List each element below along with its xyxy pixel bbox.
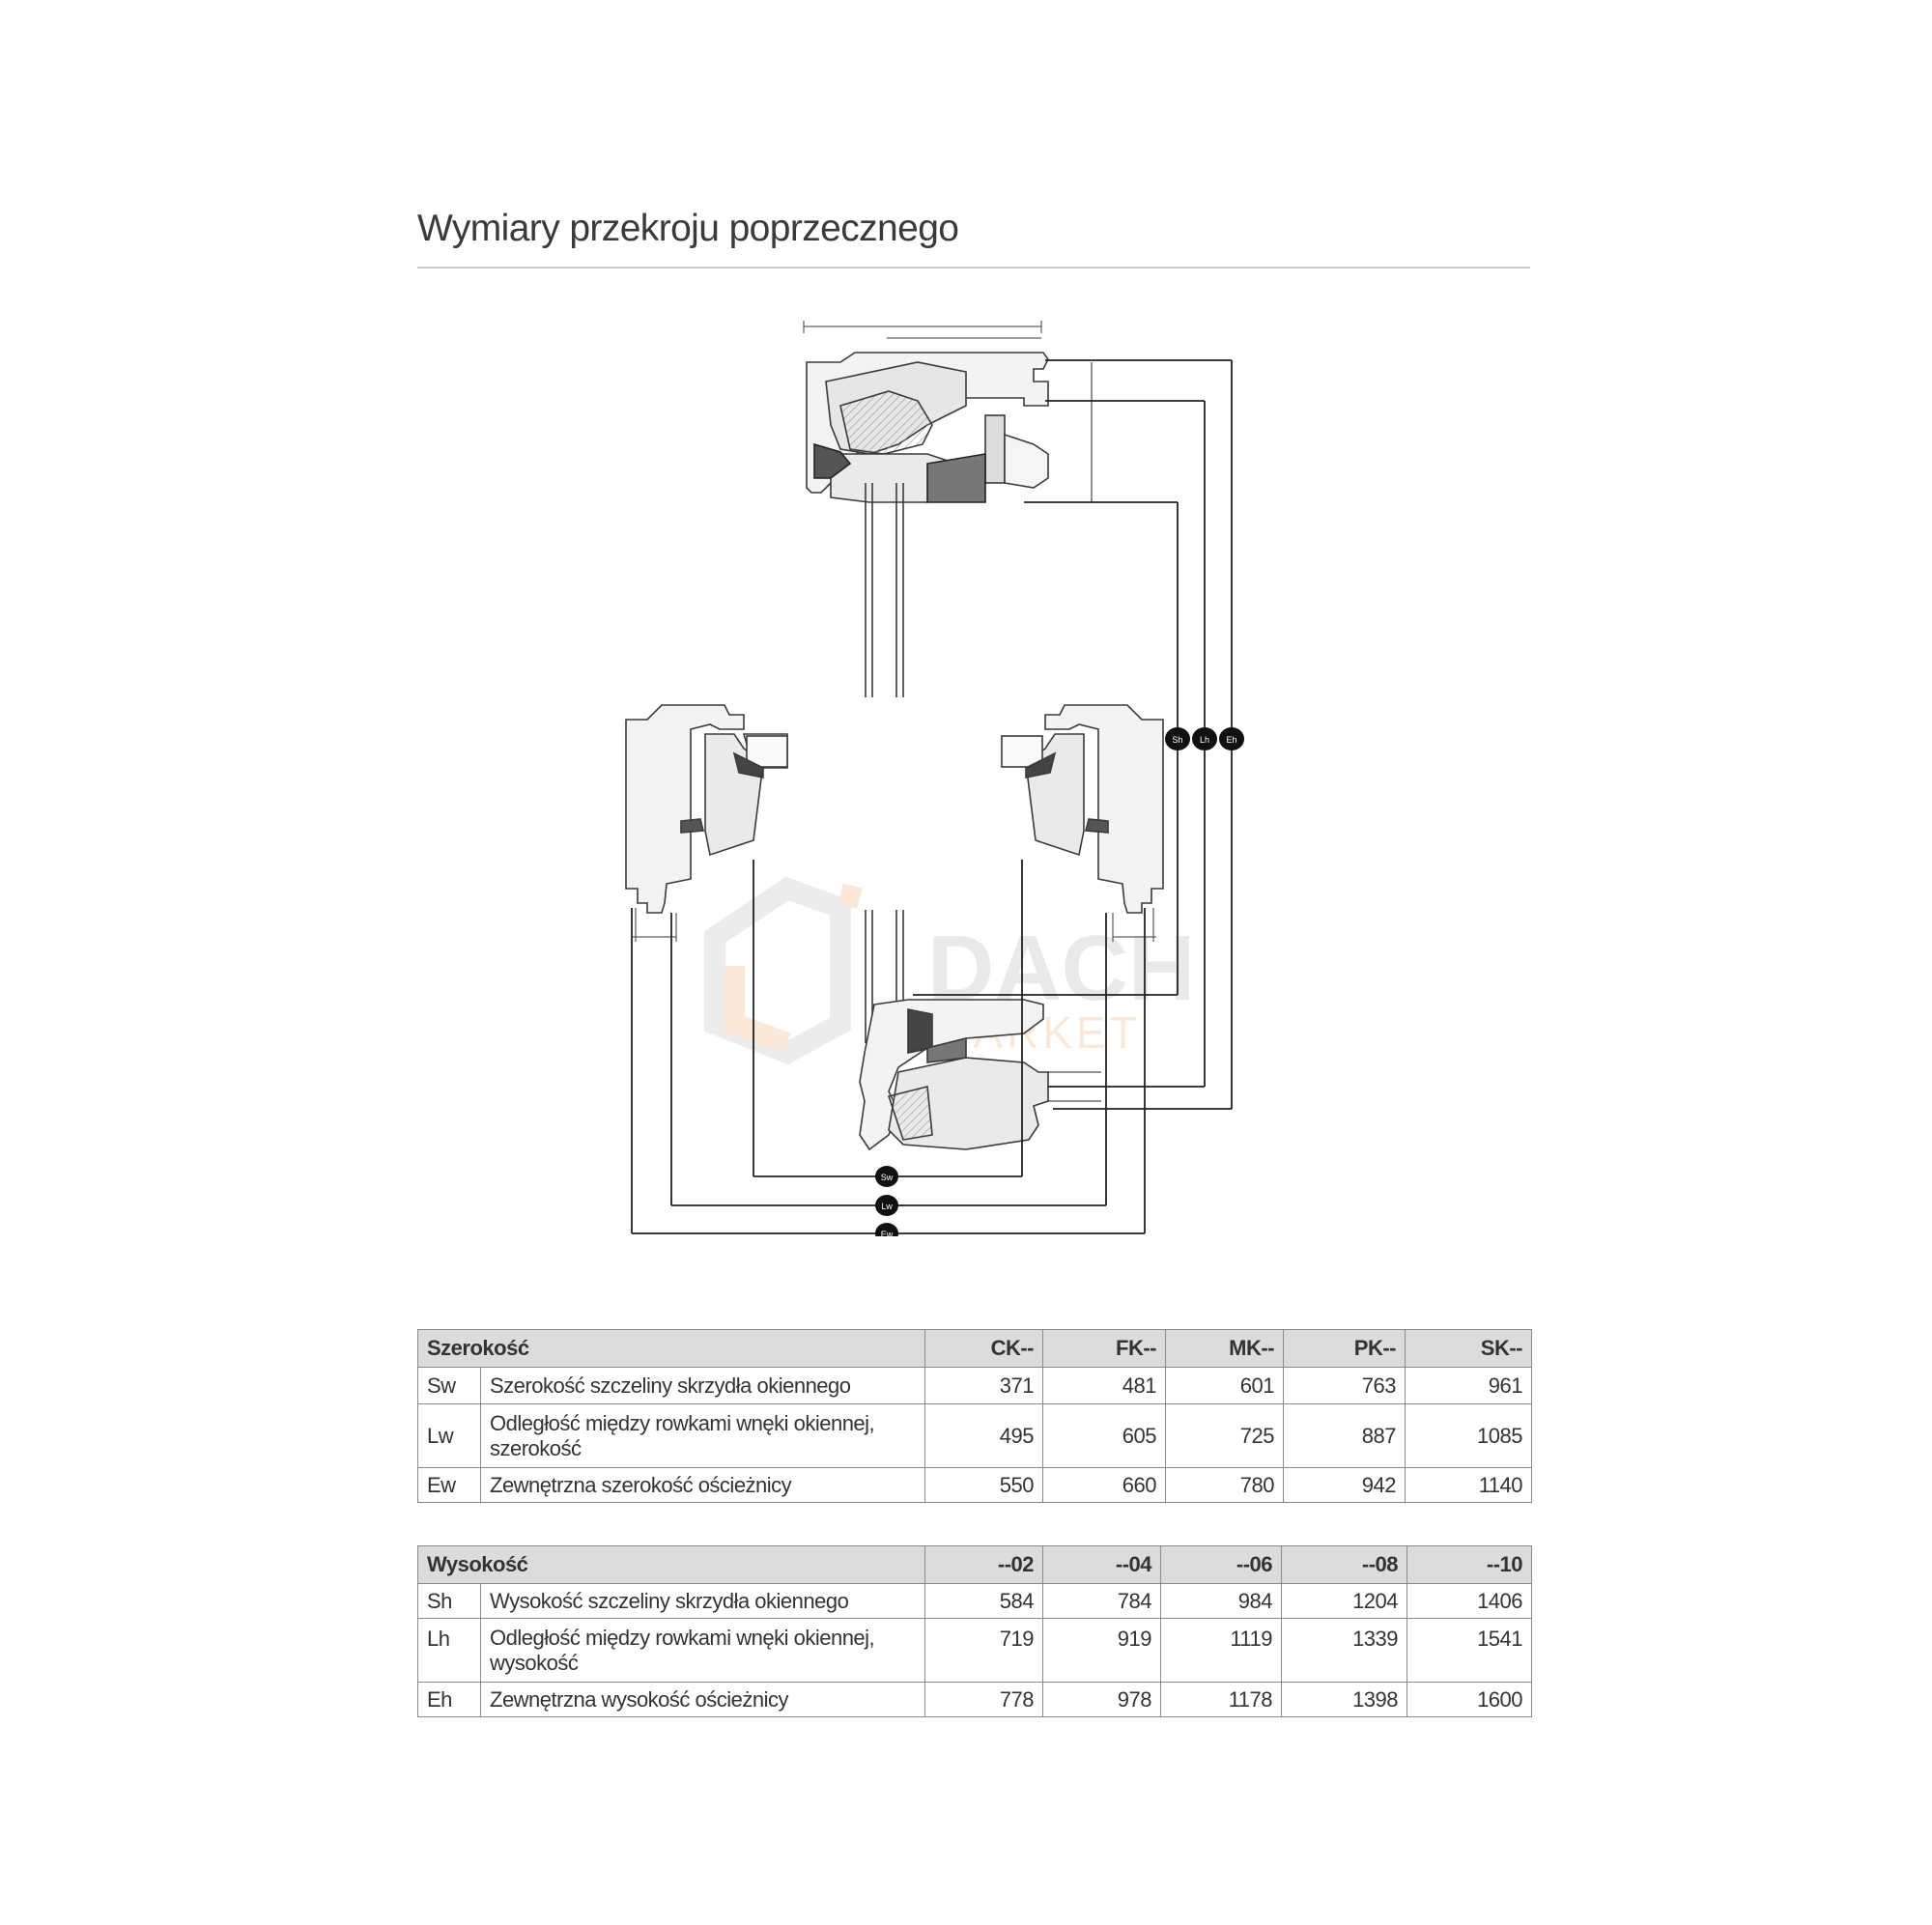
cell-value: 1541 xyxy=(1406,1618,1533,1683)
cell-value: 784 xyxy=(1042,1583,1162,1619)
cell-value: 1178 xyxy=(1160,1682,1283,1717)
row-code: Lh xyxy=(417,1618,481,1683)
cell-value: 481 xyxy=(1042,1367,1166,1404)
svg-text:Lh: Lh xyxy=(1200,735,1209,745)
svg-text:Ew: Ew xyxy=(881,1230,894,1236)
cell-value: 887 xyxy=(1283,1403,1406,1468)
sill-frame xyxy=(859,999,1044,1151)
width-table: Szerokość CK-- FK-- MK-- PK-- SK-- Sw Sz… xyxy=(417,1329,1532,1503)
cell-value: 584 xyxy=(924,1583,1044,1619)
title-divider xyxy=(417,267,1530,269)
svg-text:Eh: Eh xyxy=(1226,735,1236,745)
cell-value: 371 xyxy=(924,1367,1043,1404)
cell-value: 601 xyxy=(1165,1367,1284,1404)
cell-value: 495 xyxy=(924,1403,1043,1468)
marker-sw: Sw xyxy=(875,1166,898,1187)
marker-lw: Lw xyxy=(875,1195,898,1216)
height-table: Wysokość --02 --04 --06 --08 --10 Sh Wys… xyxy=(416,1545,1533,1717)
column-header: PK-- xyxy=(1283,1329,1406,1368)
column-header: --08 xyxy=(1281,1545,1408,1584)
row-label: Wysokość szczeliny skrzydła okiennego xyxy=(479,1583,926,1619)
table-header-row: Wysokość --02 --04 --06 --08 --10 xyxy=(416,1545,1533,1584)
table-row: Ew Zewnętrzna szerokość ościeżnicy 550 6… xyxy=(417,1467,1532,1503)
cell-value: 719 xyxy=(924,1618,1044,1683)
cell-value: 725 xyxy=(1165,1403,1284,1468)
cell-value: 778 xyxy=(924,1682,1044,1717)
left-frame xyxy=(625,704,745,914)
cell-value: 1140 xyxy=(1405,1467,1532,1503)
column-header: --10 xyxy=(1406,1545,1533,1584)
cell-value: 605 xyxy=(1042,1403,1166,1468)
marker-ew: Ew xyxy=(875,1223,898,1236)
cell-value: 1398 xyxy=(1281,1682,1408,1717)
svg-text:Sw: Sw xyxy=(881,1173,894,1182)
table-row: Lw Odległość między rowkami wnęki okienn… xyxy=(417,1403,1532,1468)
row-label: Zewnętrzna wysokość ościeżnicy xyxy=(479,1682,926,1717)
cell-value: 1600 xyxy=(1406,1682,1533,1717)
column-header: --04 xyxy=(1042,1545,1162,1584)
cell-value: 1085 xyxy=(1405,1403,1532,1468)
row-code: Lw xyxy=(417,1403,481,1468)
row-label: Odległość między rowkami wnęki okiennej,… xyxy=(480,1403,925,1468)
table-row: Sw Szerokość szczeliny skrzydła okienneg… xyxy=(417,1367,1532,1404)
row-label: Zewnętrzna szerokość ościeżnicy xyxy=(480,1467,925,1503)
cell-value: 984 xyxy=(1160,1583,1283,1619)
row-code: Ew xyxy=(417,1467,481,1503)
marker-lh: Lh xyxy=(1192,727,1217,750)
right-frame xyxy=(1044,704,1164,914)
row-label: Odległość między rowkami wnęki okiennej,… xyxy=(479,1618,926,1683)
cell-value: 1406 xyxy=(1406,1583,1533,1619)
cell-value: 942 xyxy=(1283,1467,1406,1503)
table-header-row: Szerokość CK-- FK-- MK-- PK-- SK-- xyxy=(417,1329,1532,1368)
cell-value: 961 xyxy=(1405,1367,1532,1404)
cell-value: 1204 xyxy=(1281,1583,1408,1619)
cell-value: 763 xyxy=(1283,1367,1406,1404)
column-header: FK-- xyxy=(1042,1329,1166,1368)
row-label: Szerokość szczeliny skrzydła okiennego xyxy=(480,1367,925,1404)
table-row: Sh Wysokość szczeliny skrzydła okiennego… xyxy=(417,1583,1533,1619)
cell-value: 780 xyxy=(1165,1467,1284,1503)
cell-value: 919 xyxy=(1042,1618,1162,1683)
cell-value: 660 xyxy=(1042,1467,1166,1503)
column-header: MK-- xyxy=(1165,1329,1284,1368)
table-row: Eh Zewnętrzna wysokość ościeżnicy 778 97… xyxy=(417,1682,1533,1717)
table-row: Lh Odległość między rowkami wnęki okienn… xyxy=(417,1618,1533,1683)
height-table-header: Wysokość xyxy=(416,1545,926,1584)
column-header: --02 xyxy=(924,1545,1044,1584)
width-table-header: Szerokość xyxy=(417,1329,925,1368)
marker-eh: Eh xyxy=(1219,727,1244,750)
cell-value: 1119 xyxy=(1160,1618,1283,1683)
column-header: CK-- xyxy=(924,1329,1043,1368)
svg-text:Sh: Sh xyxy=(1172,735,1182,745)
page-title: Wymiary przekroju poprzecznego xyxy=(417,208,959,249)
column-header: --06 xyxy=(1160,1545,1283,1584)
svg-text:Lw: Lw xyxy=(881,1202,893,1211)
column-header: SK-- xyxy=(1405,1329,1532,1368)
cross-section-diagram: DACH MARKET xyxy=(625,321,1244,1236)
cell-value: 1339 xyxy=(1281,1618,1408,1683)
marker-sh: Sh xyxy=(1165,727,1190,750)
row-code: Sh xyxy=(417,1583,481,1619)
row-code: Sw xyxy=(417,1367,481,1404)
cell-value: 550 xyxy=(924,1467,1043,1503)
row-code: Eh xyxy=(417,1682,481,1717)
cell-value: 978 xyxy=(1042,1682,1162,1717)
